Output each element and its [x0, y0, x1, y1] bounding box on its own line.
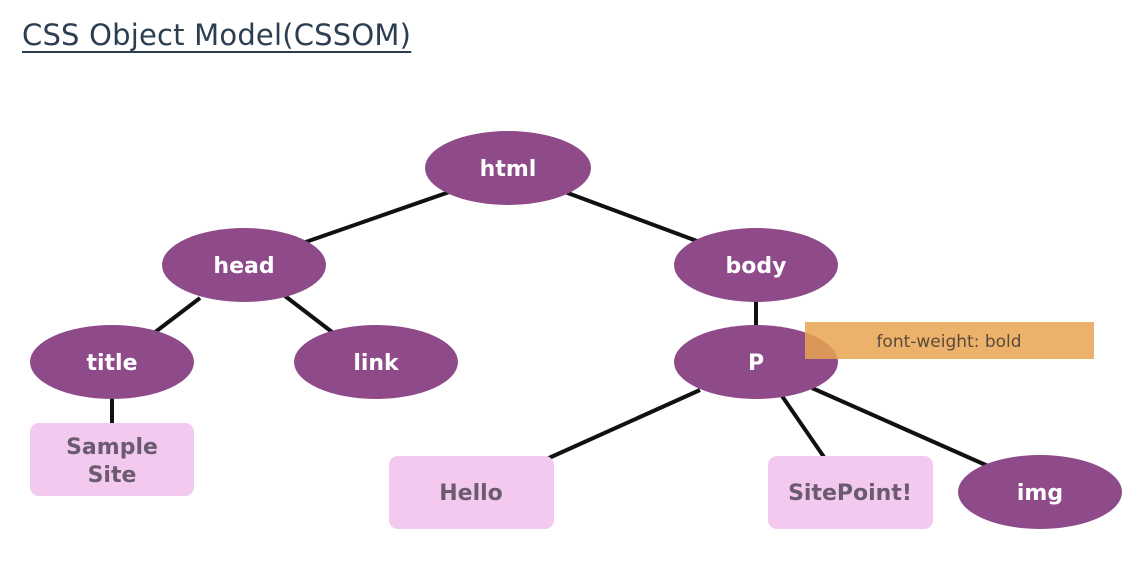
style-annotation: font-weight: bold [805, 322, 1094, 359]
text-node-hello-label: Hello [439, 481, 503, 506]
text-node-sample-site-line1: Sample [66, 435, 158, 460]
edge-p-img [811, 386, 989, 468]
node-head: head [162, 228, 326, 302]
edge-html-body [564, 190, 706, 246]
node-p-label: P [748, 351, 764, 376]
node-link-label: link [353, 351, 400, 376]
text-node-hello: Hello [389, 456, 554, 529]
edge-html-head [299, 188, 456, 246]
node-img-label: img [1017, 481, 1063, 506]
node-title-label: title [86, 351, 137, 376]
tree-edges [110, 188, 989, 468]
node-html-label: html [480, 157, 537, 182]
node-body-label: body [726, 254, 787, 279]
edge-head-link [283, 294, 334, 334]
page-title: CSS Object Model(CSSOM) [22, 18, 412, 52]
node-p: P [674, 325, 838, 399]
node-img: img [958, 455, 1122, 529]
node-title: title [30, 325, 194, 399]
text-node-sample-site-line2: Site [88, 463, 137, 488]
style-annotation-text: font-weight: bold [876, 332, 1021, 352]
node-link: link [294, 325, 458, 399]
node-head-label: head [213, 254, 274, 279]
edge-p-sitepoint [780, 394, 828, 462]
text-node-sitepoint: SitePoint! [768, 456, 933, 529]
text-node-sitepoint-label: SitePoint! [788, 481, 912, 506]
edge-p-hello [539, 388, 701, 464]
text-node-sample-site: Sample Site [30, 423, 194, 496]
edge-head-title [148, 296, 202, 338]
node-body: body [674, 228, 838, 302]
node-html: html [425, 131, 591, 205]
